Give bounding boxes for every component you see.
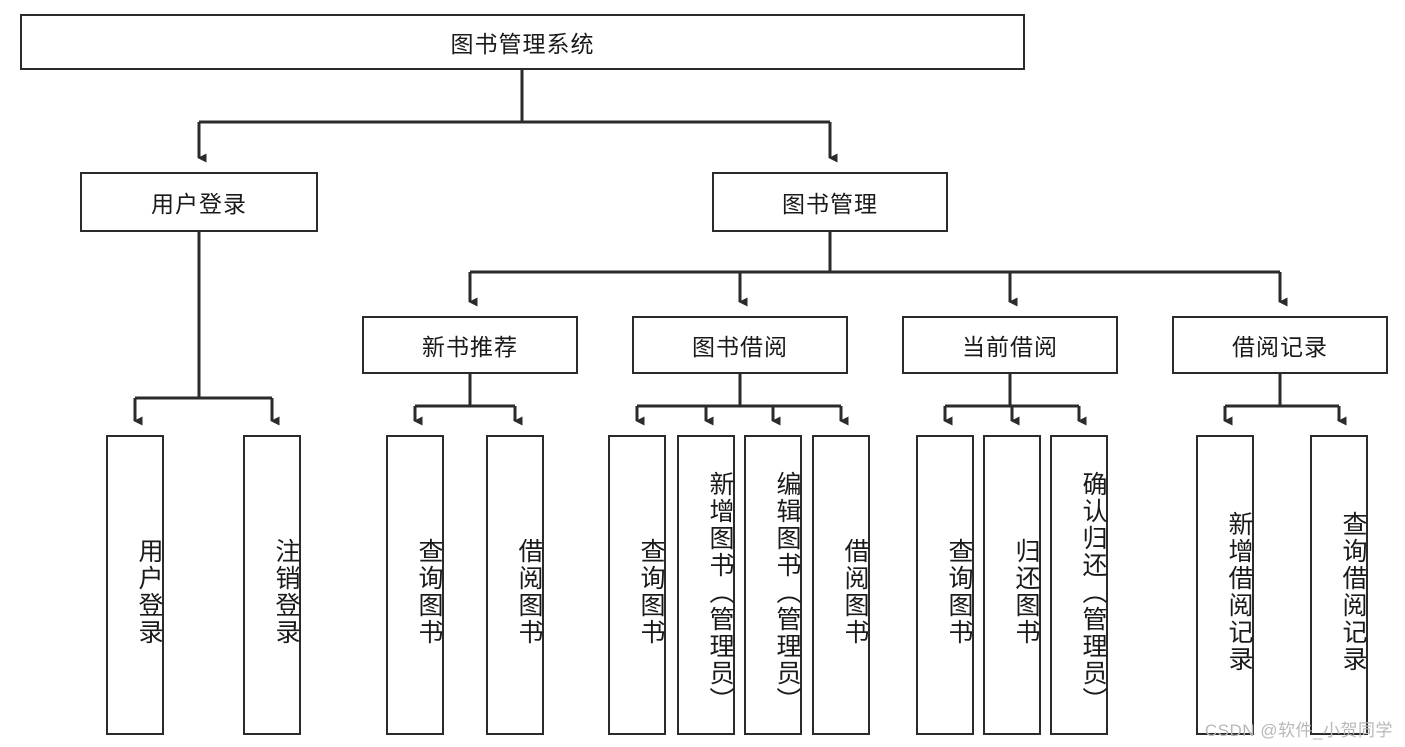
leaf-query-book-current[interactable]: 查询图书: [916, 435, 974, 735]
edge-group-book-management: [468, 232, 1288, 307]
leaf-borrow-book[interactable]: 借阅图书: [812, 435, 870, 735]
node-label: 查询图书: [637, 538, 665, 646]
node-label: 注销登录: [272, 538, 300, 646]
node-label: 图书管理系统: [450, 31, 595, 57]
node-label: 查询图书: [945, 538, 973, 646]
node-label: 当前借阅: [962, 334, 1058, 360]
leaf-query-borrow-record[interactable]: 查询借阅记录: [1310, 435, 1368, 735]
node-label: 借阅图书: [515, 538, 543, 646]
leaf-user-login[interactable]: 用户登录: [106, 435, 164, 735]
leaf-return-book[interactable]: 归还图书: [983, 435, 1041, 735]
edge-group-current-borrow: [943, 374, 1087, 426]
leaf-borrow-book-recommend[interactable]: 借阅图书: [486, 435, 544, 735]
node-borrow-record[interactable]: 借阅记录: [1172, 316, 1388, 374]
leaf-add-book-admin[interactable]: 新增图书（管理员）: [677, 435, 735, 735]
node-label: 编辑图书（管理员）: [773, 470, 801, 714]
leaf-confirm-return-admin[interactable]: 确认归还（管理员）: [1050, 435, 1108, 735]
edge-group-new-book-recommend: [413, 374, 523, 426]
node-user-login[interactable]: 用户登录: [80, 172, 318, 232]
node-label: 借阅图书: [841, 538, 869, 646]
edge-group-book-borrow: [635, 374, 849, 426]
node-new-book-recommend[interactable]: 新书推荐: [362, 316, 578, 374]
edge-group-root: [197, 70, 838, 163]
node-label: 归还图书: [1012, 538, 1040, 646]
node-label: 图书借阅: [692, 334, 788, 360]
leaf-logout-login[interactable]: 注销登录: [243, 435, 301, 735]
node-label: 借阅记录: [1232, 334, 1328, 360]
node-label: 图书管理: [782, 191, 878, 217]
node-label: 新增借阅记录: [1225, 511, 1253, 673]
node-label: 确认归还（管理员）: [1079, 470, 1107, 714]
edge-group-user-login: [133, 232, 280, 426]
node-book-borrow[interactable]: 图书借阅: [632, 316, 848, 374]
node-label: 查询借阅记录: [1339, 511, 1367, 673]
leaf-edit-book-admin[interactable]: 编辑图书（管理员）: [744, 435, 802, 735]
node-label: 查询图书: [415, 538, 443, 646]
leaf-add-borrow-record[interactable]: 新增借阅记录: [1196, 435, 1254, 735]
node-label: 用户登录: [151, 191, 247, 217]
leaf-query-book-recommend[interactable]: 查询图书: [386, 435, 444, 735]
node-label: 新增图书（管理员）: [706, 470, 734, 714]
node-book-management[interactable]: 图书管理: [712, 172, 948, 232]
node-current-borrow[interactable]: 当前借阅: [902, 316, 1118, 374]
node-label: 新书推荐: [422, 334, 518, 360]
leaf-query-book-borrow[interactable]: 查询图书: [608, 435, 666, 735]
edge-group-borrow-record: [1223, 374, 1347, 426]
node-label: 用户登录: [135, 538, 163, 646]
node-title-system[interactable]: 图书管理系统: [20, 14, 1025, 70]
